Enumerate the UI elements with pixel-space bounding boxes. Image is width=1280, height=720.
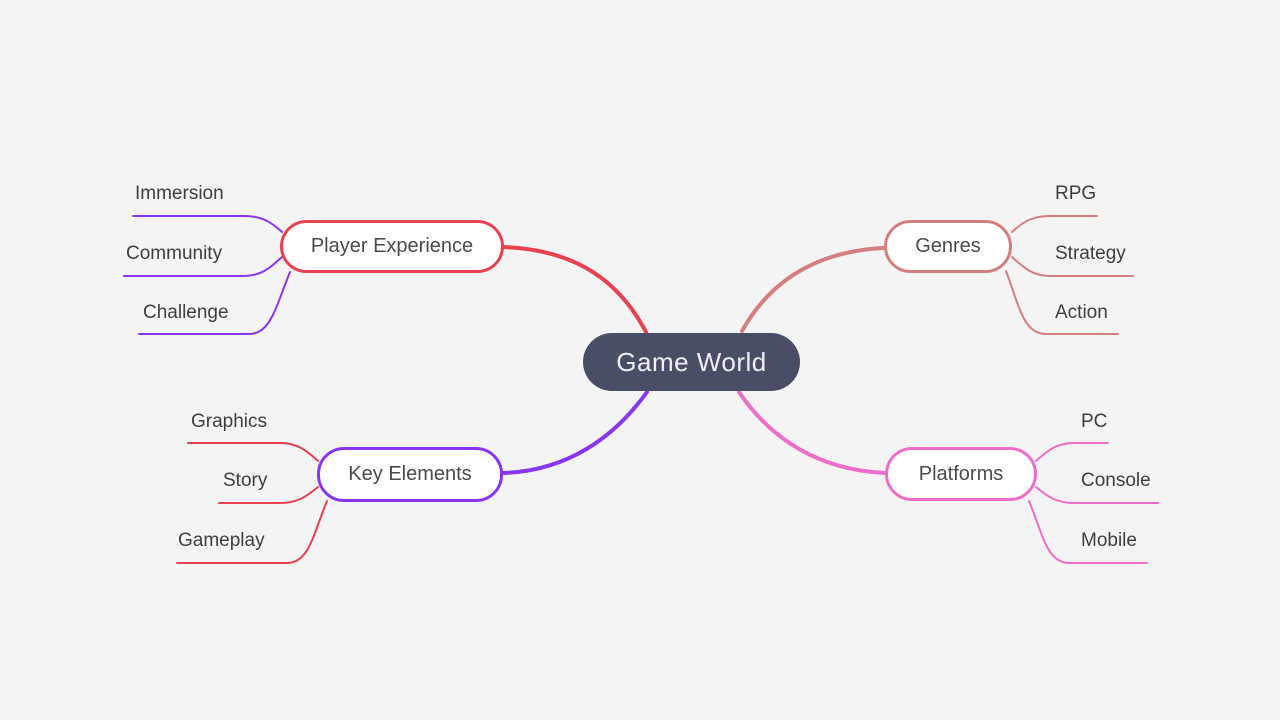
leaf-curve-mobile [1028,500,1148,564]
branch-curve-player-experience [500,245,648,334]
leaf-curve-strategy [1011,256,1134,277]
leaf-curve-immersion [132,215,283,233]
leaf-node-pc[interactable]: PC [1081,411,1108,432]
leaf-node-story[interactable]: Story [223,470,268,491]
leaf-curve-challenge [138,271,291,335]
root-node-label: Game World [616,346,767,377]
leaf-node-gameplay[interactable]: Gameplay [178,530,265,551]
branch-node-label: Genres [915,235,981,257]
branch-node-key-elements[interactable]: Key Elements [317,447,503,502]
leaf-curve-action [1005,270,1119,335]
leaf-curve-graphics [187,442,319,462]
branch-curve-key-elements [501,390,649,475]
leaf-curve-story [218,486,319,504]
leaf-curve-rpg [1011,215,1098,233]
branch-curve-genres [740,246,886,333]
branch-node-label: Key Elements [348,463,472,485]
leaf-node-action[interactable]: Action [1055,302,1108,323]
leaf-node-graphics[interactable]: Graphics [191,411,268,432]
leaf-node-strategy[interactable]: Strategy [1055,243,1126,264]
leaf-node-rpg[interactable]: RPG [1055,183,1097,204]
leaf-curve-community [123,256,283,277]
root-node-game-world[interactable]: Game World [583,333,800,391]
branch-node-platforms[interactable]: Platforms [885,447,1037,501]
branch-node-label: Platforms [918,462,1004,485]
branch-curve-platforms [737,390,887,475]
leaf-node-mobile[interactable]: Mobile [1081,530,1137,551]
leaf-node-immersion[interactable]: Immersion [135,183,224,204]
leaf-curve-gameplay [176,500,328,564]
leaf-curve-pc [1035,442,1109,462]
leaf-node-console[interactable]: Console [1081,470,1151,491]
branch-node-genres[interactable]: Genres [884,220,1012,273]
branch-node-label: Player Experience [310,235,474,257]
branch-node-player-experience[interactable]: Player Experience [280,220,504,273]
leaf-node-challenge[interactable]: Challenge [143,302,229,323]
leaf-curve-console [1035,486,1159,504]
leaf-node-community[interactable]: Community [126,243,223,264]
